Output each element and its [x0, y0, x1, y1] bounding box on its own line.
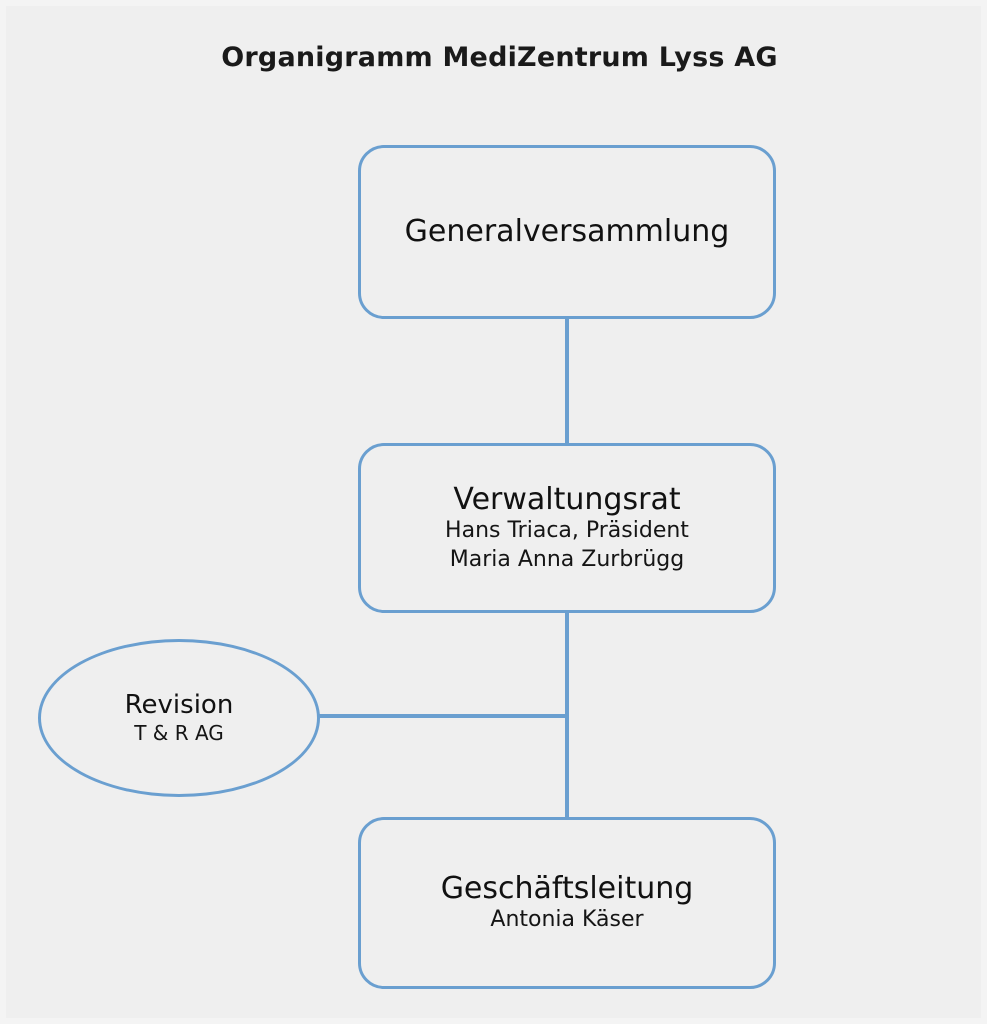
org-node-generalversammlung-title: Generalversammlung — [404, 214, 730, 250]
connector-revision-to-spine — [318, 714, 567, 718]
org-node-verwaltungsrat[interactable]: Verwaltungsrat Hans Triaca, Präsident Ma… — [358, 443, 776, 613]
page-title: Organigramm MediZentrum Lyss AG — [221, 42, 778, 73]
org-node-revision-company: T & R AG — [134, 721, 224, 746]
org-node-geschaeftsleitung-title: Geschäftsleitung — [440, 871, 694, 906]
org-node-generalversammlung[interactable]: Generalversammlung — [358, 145, 776, 319]
connector-generalversammlung-to-verwaltungsrat — [565, 317, 569, 445]
org-node-verwaltungsrat-title: Verwaltungsrat — [453, 481, 681, 517]
connector-verwaltungsrat-to-geschaeftsleitung — [565, 611, 569, 819]
org-node-geschaeftsleitung[interactable]: Geschäftsleitung Antonia Käser — [358, 817, 776, 989]
org-node-verwaltungsrat-member-2: Maria Anna Zurbrügg — [449, 546, 685, 572]
org-node-revision[interactable]: Revision T & R AG — [38, 639, 320, 797]
org-node-geschaeftsleitung-member-1: Antonia Käser — [490, 907, 644, 933]
org-node-revision-title: Revision — [124, 689, 234, 720]
org-node-verwaltungsrat-member-1: Hans Triaca, Präsident — [445, 518, 689, 544]
